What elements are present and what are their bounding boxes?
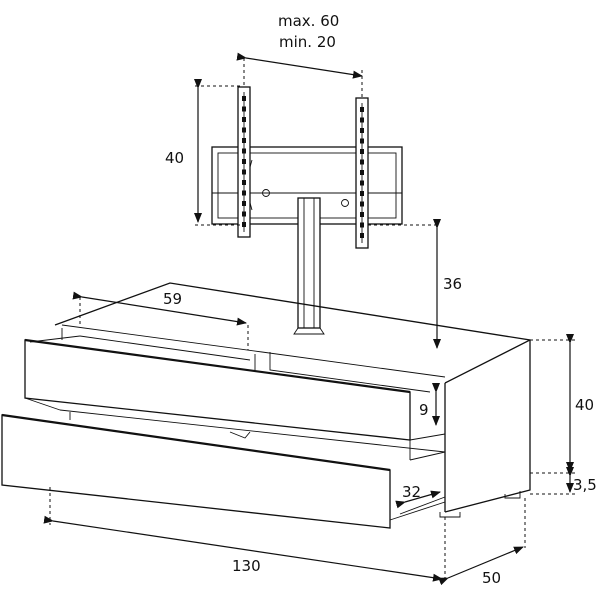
rail-slot	[242, 127, 246, 133]
rail-slots	[242, 96, 364, 238]
rail-slot	[360, 159, 364, 165]
rail-slot	[360, 222, 364, 228]
rail-slot	[242, 106, 246, 112]
rail-slot	[360, 212, 364, 217]
rail-slot	[242, 148, 246, 154]
rail-slot	[360, 107, 364, 112]
label-drawer-inner: 32	[402, 483, 421, 501]
rail-slot	[360, 149, 364, 154]
label-vesa-height: 40	[165, 149, 184, 167]
rail-slot	[242, 180, 246, 185]
label-inner-width: 59	[163, 290, 182, 308]
rail-slot	[242, 211, 246, 217]
rail-slot	[360, 128, 364, 133]
rail-slot	[360, 117, 364, 123]
rail-slot	[360, 191, 364, 196]
label-stand-height: 36	[443, 275, 462, 293]
upper-drawer	[24, 335, 411, 441]
label-feet-height: 3,5	[573, 476, 597, 494]
rail-slot	[242, 190, 246, 196]
rail-slot	[242, 222, 246, 227]
label-vesa-width-max: max. 60	[278, 12, 339, 30]
rail-slot	[360, 170, 364, 175]
rail-slot	[242, 159, 246, 164]
label-total-width: 130	[232, 557, 261, 575]
rail-slot	[360, 233, 364, 238]
rail-slot	[360, 180, 364, 186]
rail-slot	[360, 201, 364, 207]
label-drawer-depth: 9	[419, 401, 429, 419]
label-vesa-width-min: min. 20	[279, 33, 336, 51]
dimension-lines	[43, 52, 574, 586]
label-cabinet-height: 40	[575, 396, 594, 414]
rail-slot	[242, 169, 246, 175]
stand-column	[293, 197, 325, 335]
rail-slot	[242, 138, 246, 143]
rail-slot	[360, 138, 364, 144]
label-total-depth: 50	[482, 569, 501, 587]
rail-slot	[242, 117, 246, 122]
rail-slot	[242, 96, 246, 101]
dimension-labels: max. 60 min. 20 40 36 59 40 9 32 3,5 130…	[163, 12, 597, 587]
rail-slot	[242, 201, 246, 206]
